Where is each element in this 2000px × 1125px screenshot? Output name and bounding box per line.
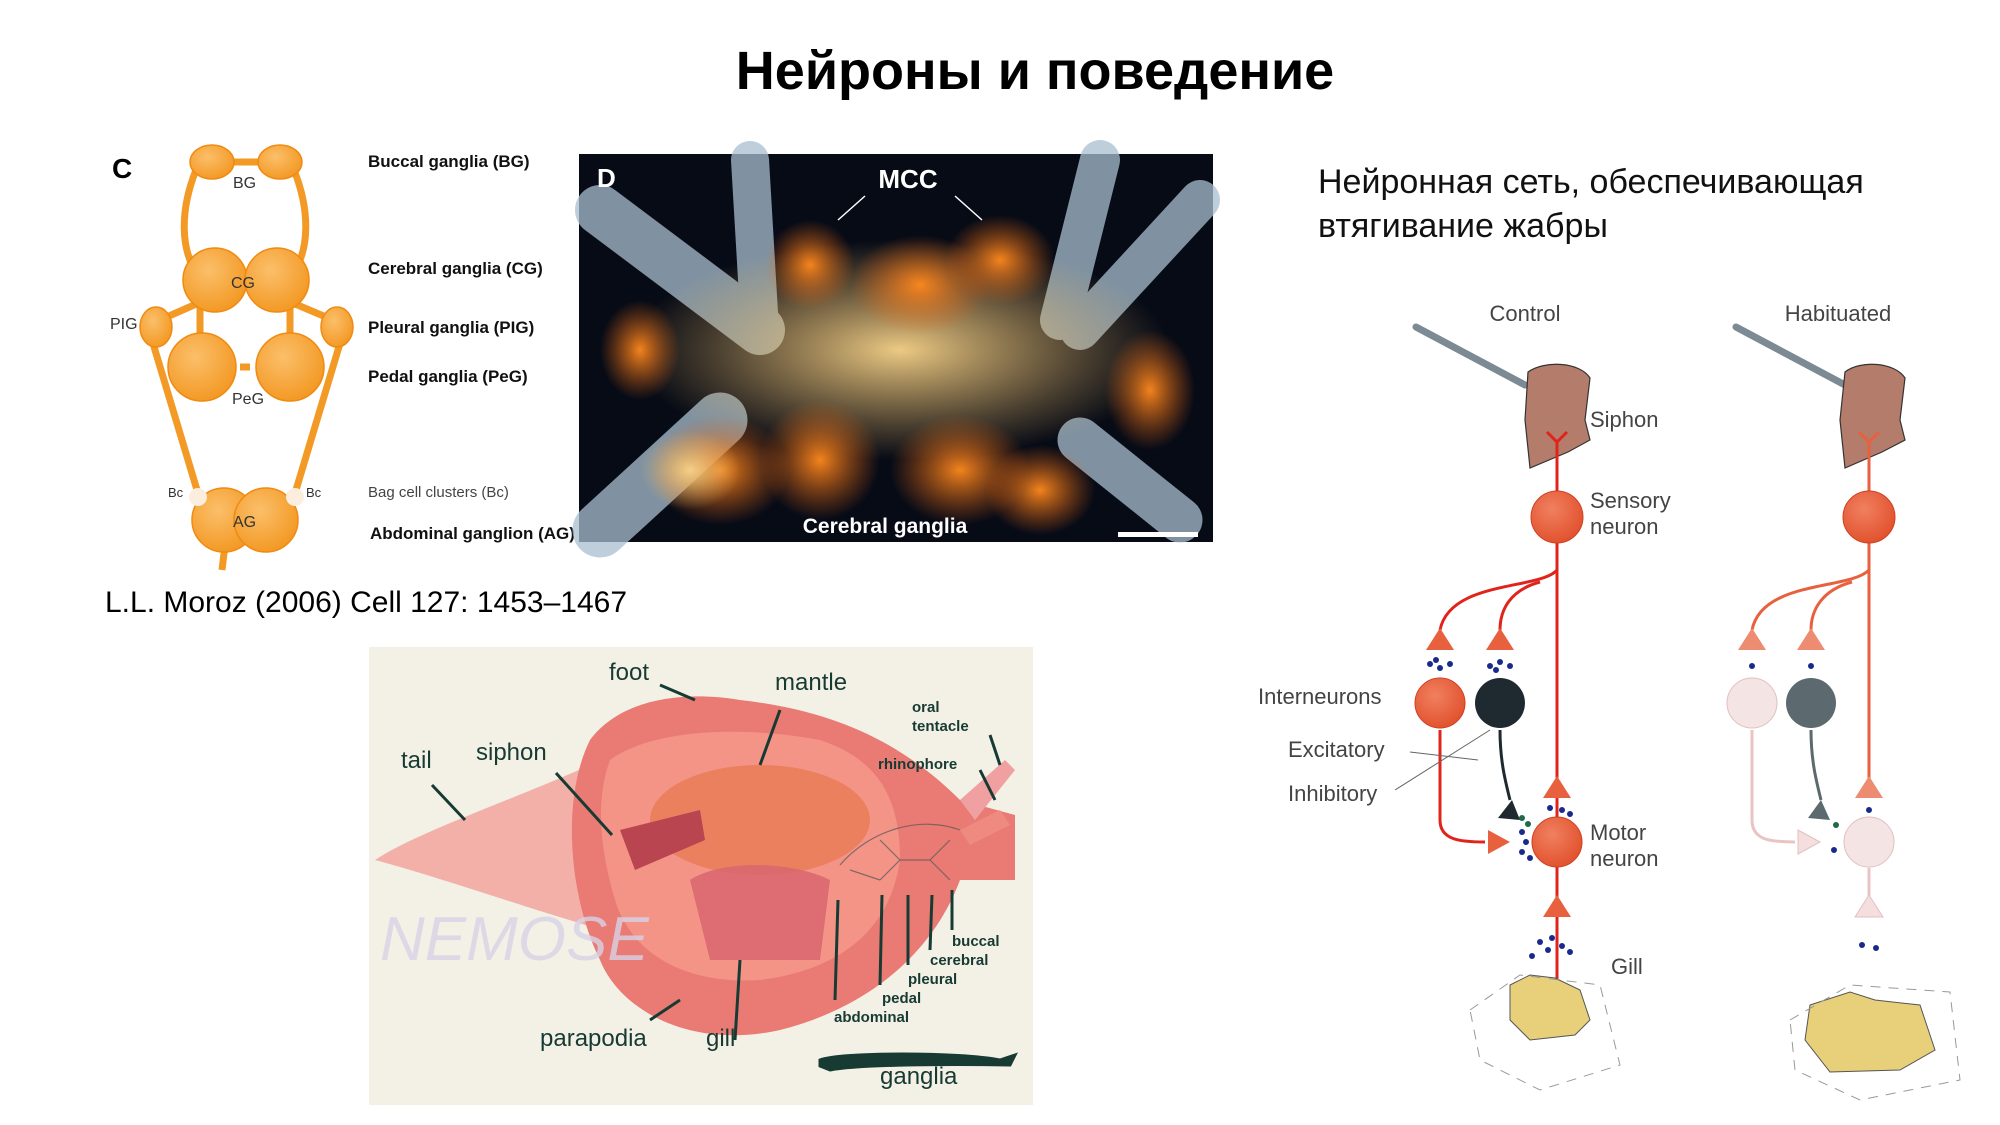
sensory-label-2: neuron: [1590, 514, 1659, 539]
sensory-neuron: [1530, 490, 1584, 544]
scale-bar: [1118, 532, 1198, 537]
label-tentacle: tentacle: [912, 718, 969, 735]
gill-withdrawal-circuit: Control Habituated: [1258, 301, 1961, 1101]
habituated-circuit: [1726, 323, 1961, 1101]
inhibitory-label: Inhibitory: [1288, 781, 1377, 806]
ganglia-network: [839, 823, 961, 881]
ganglia-nodes: [139, 144, 354, 553]
bag-cell-cluster-left: [189, 488, 207, 506]
oral-tentacle-shape: [960, 760, 1015, 820]
circuit-heading: Нейронная сеть, обеспечивающая втягивани…: [1318, 160, 1864, 248]
habituated-label: Habituated: [1785, 301, 1891, 326]
label-cerebral: cerebral: [930, 952, 988, 969]
legend-bag-cells: Bag cell clusters (Bc): [368, 484, 509, 501]
bag-cell-cluster-right: [286, 488, 304, 506]
legend-buccal: Buccal ganglia (BG): [368, 152, 530, 171]
aplysia-anatomy-illustration: NEMOSE foot mantle tail siphon oral tent…: [369, 647, 1033, 1105]
node-label-ag: AG: [233, 514, 256, 531]
gill-shape: [690, 865, 830, 960]
control-circuit: [1394, 323, 1621, 1091]
gill-shape: [1509, 974, 1591, 1041]
excitatory-interneuron: [1414, 677, 1466, 729]
probe-icon: [1412, 323, 1529, 389]
node-label-cg: CG: [231, 275, 255, 292]
mcc-arrows: [837, 195, 983, 221]
node-label-bc-left: Bc: [168, 485, 184, 500]
legend-pleural: Pleural ganglia (PIG): [368, 318, 534, 337]
excitatory-label: Excitatory: [1288, 737, 1385, 762]
label-tail: tail: [401, 747, 432, 774]
node-label-pig: PIG: [110, 316, 138, 333]
panel-c-ganglia-diagram: C BG CG PIG PeG Bc Bc AG Buccal ganglia …: [110, 144, 575, 571]
gill-outline: [1469, 974, 1621, 1091]
label-pedal: pedal: [882, 990, 921, 1007]
label-ganglia: ganglia: [880, 1063, 958, 1090]
mantle: [650, 765, 870, 875]
node-label-bc-right: Bc: [306, 485, 322, 500]
legend-pedal: Pedal ganglia (PeG): [368, 367, 528, 386]
motor-neuron: [1843, 816, 1895, 868]
panel-d-photo: D MCC Cerebral ganglia: [572, 140, 1220, 558]
label-pleural: pleural: [908, 971, 957, 988]
excitatory-interneuron: [1726, 677, 1778, 729]
transmitter-dots: [1427, 657, 1573, 959]
legend-cerebral: Cerebral ganglia (CG): [368, 259, 543, 278]
label-gill: gill: [706, 1025, 735, 1052]
sensory-neuron: [1842, 490, 1896, 544]
label-abdominal: abdominal: [834, 1009, 909, 1026]
node-label-peg: PeG: [232, 391, 264, 408]
gill-outline: [1789, 984, 1961, 1101]
inhibitory-interneuron: [1786, 678, 1836, 728]
siphon-shape: [1839, 363, 1906, 469]
interneurons-label: Interneurons: [1258, 684, 1382, 709]
citation: L.L. Moroz (2006) Cell 127: 1453–1467: [105, 586, 628, 619]
watermark: NEMOSE: [380, 905, 649, 974]
label-buccal: buccal: [952, 933, 1000, 950]
gill-label: Gill: [1611, 954, 1643, 979]
label-mantle: mantle: [775, 669, 847, 696]
panel-d-letter: D: [597, 163, 616, 193]
label-arrows: [430, 683, 1018, 1072]
gill-shape: [1804, 991, 1936, 1073]
motor-label-2: neuron: [1590, 846, 1659, 871]
mcc-label: MCC: [878, 164, 937, 194]
circuit-heading-line1: Нейронная сеть, обеспечивающая: [1318, 163, 1864, 201]
siphon-shape: [620, 810, 705, 870]
inhibitory-terminal: [1498, 800, 1520, 820]
motor-label-1: Motor: [1590, 820, 1646, 845]
inhibitory-interneuron: [1475, 678, 1525, 728]
motor-neuron: [1531, 816, 1583, 868]
photo-caption: Cerebral ganglia: [803, 515, 968, 538]
rhinophore-shape: [960, 810, 1010, 845]
siphon-label: Siphon: [1590, 407, 1659, 432]
probe-icon: [1732, 323, 1849, 389]
siphon-shape: [1524, 363, 1591, 469]
legend-abdominal: Abdominal ganglion (AG): [370, 524, 575, 543]
label-siphon: siphon: [476, 739, 547, 766]
label-rhinophore: rhinophore: [878, 756, 957, 773]
circuit-heading-line2: втягивание жабры: [1318, 207, 1608, 245]
sensory-label-1: Sensory: [1590, 488, 1671, 513]
synaptic-terminals: [1426, 628, 1571, 917]
node-label-bg: BG: [233, 175, 256, 192]
label-oral: oral: [912, 699, 940, 716]
label-foot: foot: [609, 659, 649, 686]
slide-title: Нейроны и поведение: [735, 41, 1335, 101]
panel-c-letter: C: [112, 153, 132, 184]
control-label: Control: [1490, 301, 1561, 326]
label-parapodia: parapodia: [540, 1025, 647, 1052]
